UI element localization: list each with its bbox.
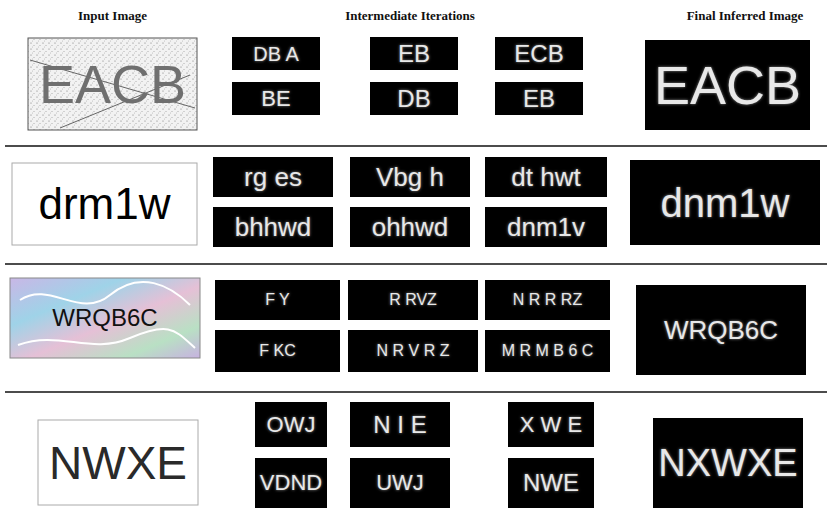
- iteration-text: F Y: [265, 292, 290, 308]
- iteration-panel: [255, 458, 327, 508]
- iteration-text: ECB: [514, 42, 563, 66]
- iteration-panel: [232, 37, 320, 70]
- row-separator: [5, 263, 827, 265]
- iteration-panel: [215, 330, 340, 372]
- iteration-panel: [213, 157, 333, 197]
- inferred-text: EACB: [654, 58, 801, 112]
- iteration-panel: [508, 402, 594, 447]
- captcha-text: EACB: [39, 57, 186, 111]
- final-panel: [630, 160, 820, 245]
- iteration-panel: [350, 207, 470, 247]
- iteration-panel: [485, 280, 610, 320]
- iteration-text: NWE: [523, 471, 579, 495]
- iteration-text: dnm1v: [507, 214, 585, 240]
- iteration-panel: [485, 207, 607, 247]
- iteration-panel: [348, 280, 478, 320]
- iteration-panel: [508, 458, 594, 508]
- iteration-text: X W E: [520, 414, 582, 436]
- iteration-text: DB: [397, 87, 430, 111]
- iteration-text: Vbg h: [376, 164, 444, 190]
- iteration-panel: [348, 330, 478, 372]
- column-header: Input Image: [78, 9, 147, 22]
- iteration-panel: [350, 402, 450, 447]
- iteration-text: R RVZ: [389, 292, 437, 308]
- inferred-text: NXWXE: [658, 444, 797, 482]
- iteration-text: bhhwd: [235, 214, 312, 240]
- noise-curve: [20, 282, 190, 305]
- input-image: [12, 163, 197, 245]
- iteration-text: N R V R Z: [377, 343, 450, 359]
- final-panel: [636, 285, 806, 375]
- iteration-panel: [370, 82, 458, 115]
- captcha-text: NWXE: [49, 440, 187, 486]
- column-header: Final Inferred Image: [687, 9, 804, 22]
- iteration-panel: [213, 207, 333, 247]
- iteration-text: UWJ: [376, 472, 424, 494]
- iteration-text: N R R RZ: [513, 292, 582, 308]
- row-separator: [5, 391, 827, 393]
- captcha-text: drm1w: [38, 182, 170, 226]
- iteration-panel: [495, 37, 583, 70]
- iteration-panel: [370, 37, 458, 70]
- iteration-panel: [350, 458, 450, 508]
- iteration-text: N I E: [373, 413, 426, 437]
- iteration-text: rg es: [244, 164, 302, 190]
- iteration-panel: [495, 82, 583, 115]
- iteration-panel: [485, 330, 610, 372]
- inferred-text: dnm1w: [661, 183, 790, 223]
- iteration-text: dt hwt: [511, 164, 580, 190]
- iteration-text: ohhwd: [372, 214, 449, 240]
- iteration-panel: [255, 402, 327, 447]
- iteration-panel: [485, 157, 607, 197]
- input-image: [28, 38, 197, 130]
- iteration-text: EB: [523, 87, 555, 111]
- captcha-text: WRQB6C: [52, 306, 157, 330]
- noise-curve: [18, 329, 195, 348]
- iteration-text: BE: [261, 88, 290, 110]
- final-panel: [653, 418, 803, 508]
- iteration-text: OWJ: [267, 414, 316, 436]
- iteration-panel: [232, 82, 320, 115]
- iteration-panel: [350, 157, 470, 197]
- inferred-text: WRQB6C: [664, 317, 778, 343]
- row-separator: [5, 145, 827, 147]
- iteration-text: DB A: [253, 44, 299, 64]
- input-image: [38, 420, 198, 505]
- iteration-text: EB: [398, 42, 430, 66]
- final-panel: [645, 40, 810, 130]
- input-image: [10, 278, 200, 358]
- iteration-text: F KC: [259, 343, 295, 359]
- iteration-text: VDND: [260, 472, 322, 494]
- iteration-panel: [215, 280, 340, 320]
- column-header: Intermediate Iterations: [345, 9, 475, 22]
- iteration-text: M R M B 6 C: [502, 343, 594, 359]
